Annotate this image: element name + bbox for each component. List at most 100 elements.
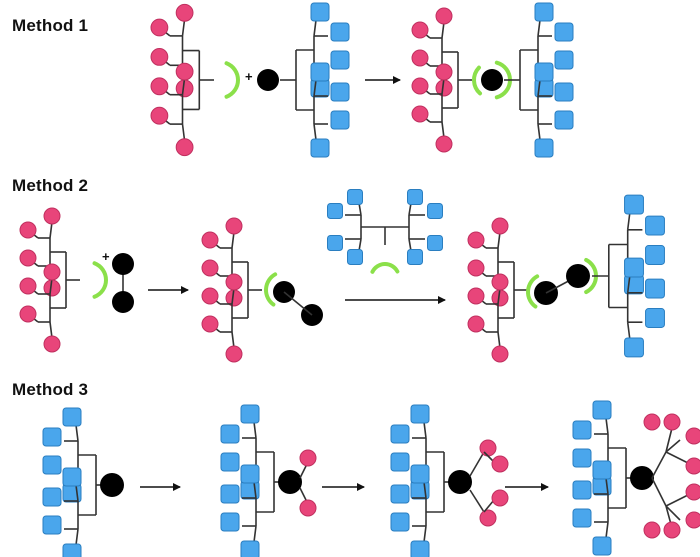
blue-square-terminal-icon (330, 110, 350, 130)
blue-square-terminal-icon (310, 62, 330, 82)
plus-sign-m2: + (102, 249, 110, 264)
pink-circle-terminal-icon (201, 315, 219, 333)
branch-line (626, 275, 631, 293)
blue-square-terminal-icon (572, 508, 592, 528)
branch-line (497, 231, 501, 249)
green-arc-linker-icon (472, 65, 483, 96)
pink-circle-terminal-icon (491, 273, 509, 291)
blue-square-terminal-icon (42, 487, 62, 507)
pink-circle-terminal-icon (411, 105, 429, 123)
branch-line (441, 21, 445, 39)
pink-circle-terminal-icon (411, 49, 429, 67)
branch-line (231, 287, 235, 305)
branch-line (253, 481, 257, 499)
pink-circle-terminal-icon (411, 77, 429, 95)
branch-line (423, 421, 427, 439)
pink-circle-terminal-icon (491, 345, 509, 363)
branch-line (283, 291, 313, 316)
pink-circle-terminal-icon (43, 263, 61, 281)
branch-line (605, 417, 609, 435)
pink-circle-terminal-icon (663, 413, 681, 431)
black-core-sphere-icon (481, 69, 503, 91)
branch-line (75, 528, 79, 546)
blue-square-terminal-icon (572, 448, 592, 468)
branch-line (253, 525, 257, 543)
blue-square-terminal-icon (624, 194, 644, 215)
pink-circle-terminal-icon (467, 287, 485, 305)
black-core-sphere-icon (112, 291, 134, 313)
branch-line (181, 124, 186, 141)
branch-line (537, 123, 541, 141)
blue-square-terminal-icon (572, 480, 592, 500)
branch-line (497, 287, 501, 305)
branch-line (423, 481, 427, 499)
branch-line (537, 79, 541, 97)
pink-circle-terminal-icon (201, 287, 219, 305)
blue-square-terminal-icon (592, 400, 612, 420)
diagram-shapes (19, 2, 700, 557)
blue-square-terminal-icon (410, 404, 430, 424)
branch-line (483, 499, 495, 513)
branch-line (313, 79, 317, 97)
branch-line (537, 19, 541, 37)
branch-line (497, 331, 501, 349)
branch-line (253, 421, 257, 439)
blue-square-terminal-icon (240, 540, 260, 557)
black-core-sphere-icon (566, 264, 590, 288)
pink-circle-terminal-icon (299, 499, 317, 517)
pink-circle-terminal-icon (685, 457, 700, 475)
blue-square-terminal-icon (554, 110, 574, 130)
pink-circle-terminal-icon (19, 249, 37, 267)
blue-square-terminal-icon (554, 50, 574, 70)
pink-circle-terminal-icon (663, 521, 681, 539)
green-arc-linker-icon (264, 272, 278, 307)
branch-line (231, 331, 235, 349)
blue-square-terminal-icon (390, 484, 410, 504)
pink-circle-terminal-icon (150, 77, 169, 96)
blue-square-terminal-icon (240, 464, 260, 484)
pink-circle-terminal-icon (479, 439, 497, 457)
branch-line (626, 322, 631, 340)
blue-square-terminal-icon (240, 404, 260, 424)
branch-line (75, 484, 79, 502)
pink-circle-terminal-icon (201, 231, 219, 249)
blue-square-terminal-icon (554, 22, 574, 42)
blue-square-terminal-icon (390, 512, 410, 532)
branch-line (665, 505, 681, 521)
pink-circle-terminal-icon (201, 259, 219, 277)
blue-square-terminal-icon (347, 189, 363, 205)
pink-circle-terminal-icon (43, 335, 61, 353)
method-3-title: Method 3 (12, 380, 89, 399)
branch-line (651, 451, 667, 479)
branch-line (441, 121, 445, 139)
blue-square-terminal-icon (62, 467, 82, 487)
pink-circle-terminal-icon (685, 483, 700, 501)
blue-square-terminal-icon (220, 512, 240, 532)
blue-square-terminal-icon (407, 249, 423, 265)
branch-line (469, 489, 485, 513)
blue-square-terminal-icon (390, 424, 410, 444)
pink-circle-terminal-icon (175, 3, 194, 22)
blue-square-terminal-icon (645, 308, 665, 328)
branch-line (441, 77, 445, 95)
blue-square-terminal-icon (390, 452, 410, 472)
pink-circle-terminal-icon (479, 509, 497, 527)
blue-square-terminal-icon (327, 235, 343, 251)
branch-line (313, 123, 317, 141)
pink-circle-terminal-icon (150, 106, 169, 125)
branch-line (181, 19, 186, 36)
blue-square-terminal-icon (410, 464, 430, 484)
pink-circle-terminal-icon (150, 18, 169, 37)
method-1-title: Method 1 (12, 16, 89, 35)
blue-square-terminal-icon (645, 278, 665, 299)
branch-line (181, 77, 186, 95)
pink-circle-terminal-icon (643, 413, 661, 431)
branch-line (313, 19, 317, 37)
branch-line (231, 231, 235, 249)
blue-square-terminal-icon (592, 536, 612, 556)
pink-circle-terminal-icon (435, 63, 453, 81)
pink-circle-terminal-icon (467, 315, 485, 333)
method-2-title: Method 2 (12, 176, 89, 195)
blue-square-terminal-icon (42, 427, 62, 447)
blue-square-terminal-icon (645, 215, 665, 236)
